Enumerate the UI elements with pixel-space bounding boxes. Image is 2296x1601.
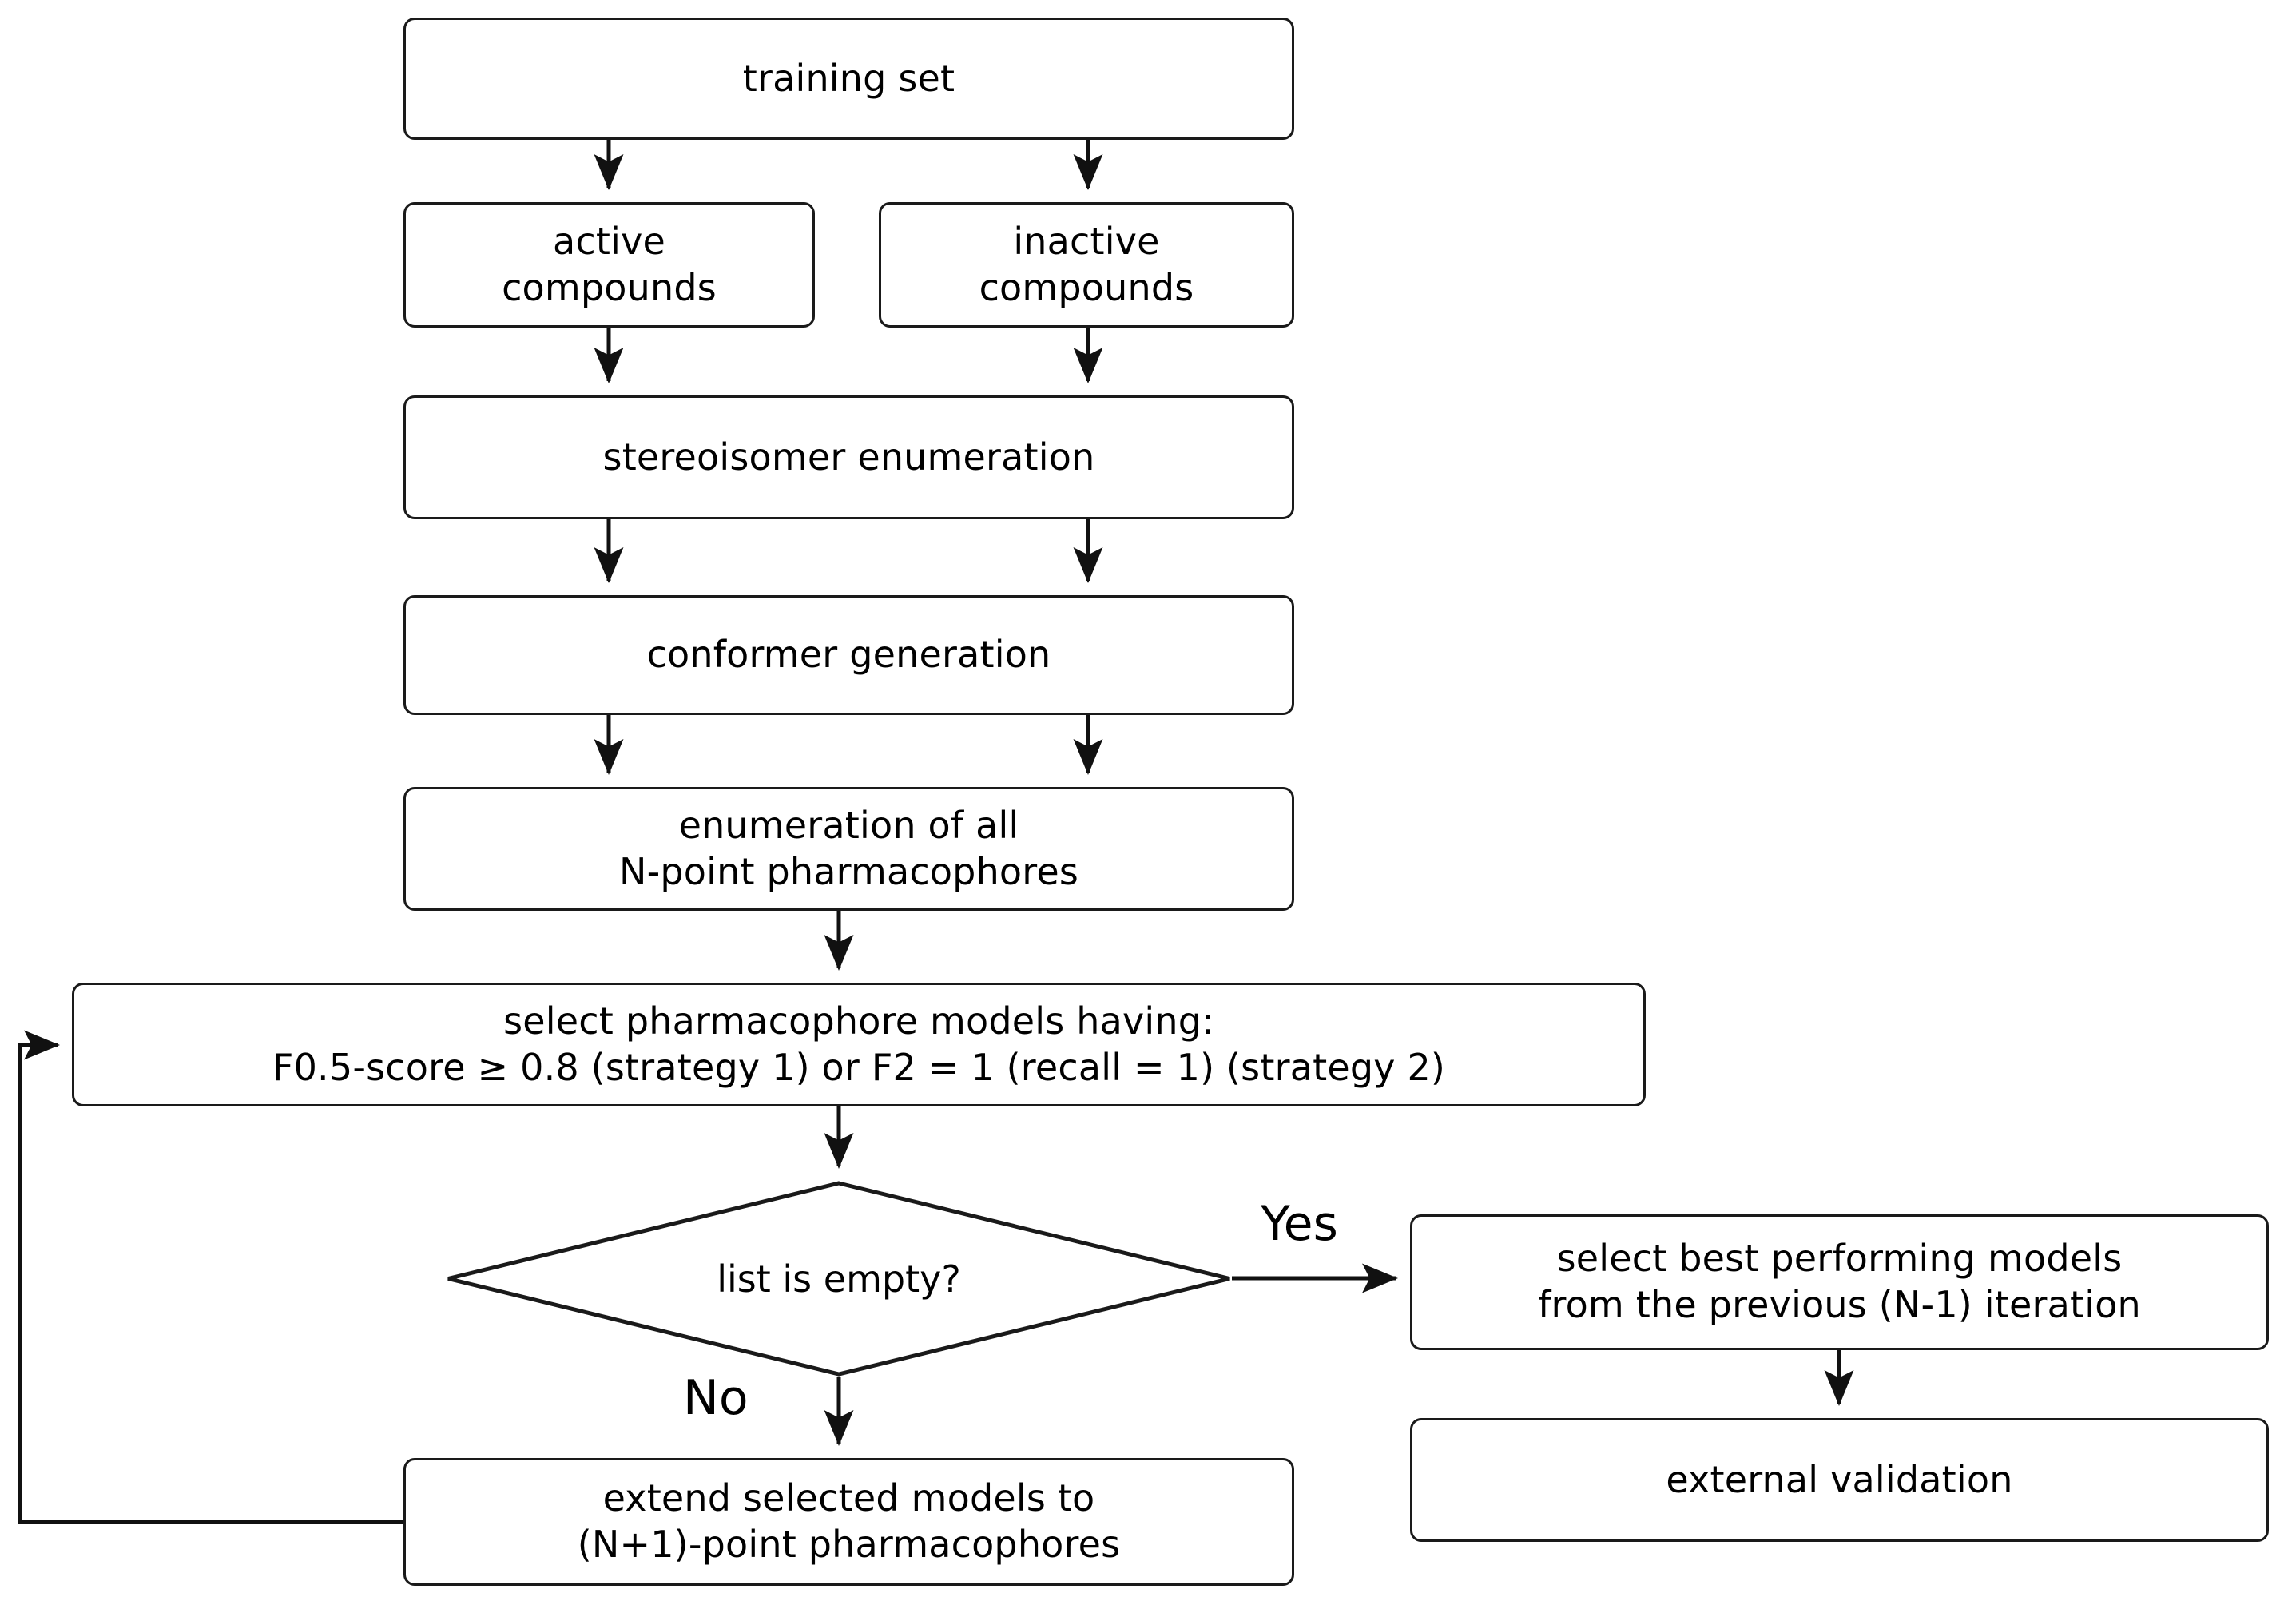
node-select-best-models[interactable]: select best performing models from the p… (1410, 1214, 2269, 1350)
node-enumeration-pharmacophores[interactable]: enumeration of all N-point pharmacophore… (403, 787, 1294, 911)
node-list-is-empty-label: list is empty? (717, 1257, 961, 1301)
node-select-models-label: select pharmacophore models having: F0.5… (272, 999, 1446, 1089)
node-external-validation-label: external validation (1666, 1457, 2013, 1501)
node-extend-models[interactable]: extend selected models to (N+1)-point ph… (403, 1458, 1294, 1586)
node-active-compounds[interactable]: active compounds (403, 202, 815, 328)
node-training-set[interactable]: training set (403, 18, 1294, 140)
node-select-best-models-label: select best performing models from the p… (1538, 1237, 2141, 1326)
diamond-shape (447, 1181, 1230, 1377)
node-conformer-generation[interactable]: conformer generation (403, 595, 1294, 715)
edge-label-no: No (683, 1370, 749, 1426)
node-list-is-empty-decision[interactable]: list is empty? (446, 1181, 1232, 1377)
node-select-models[interactable]: select pharmacophore models having: F0.5… (72, 983, 1646, 1106)
node-external-validation[interactable]: external validation (1410, 1418, 2269, 1542)
node-stereoisomer-enumeration[interactable]: stereoisomer enumeration (403, 395, 1294, 519)
node-training-set-label: training set (742, 56, 955, 100)
node-inactive-compounds-label: inactive compounds (979, 219, 1194, 309)
node-active-compounds-label: active compounds (502, 219, 717, 309)
edge-label-yes: Yes (1261, 1196, 1338, 1252)
node-stereoisomer-enumeration-label: stereoisomer enumeration (602, 435, 1095, 479)
node-extend-models-label: extend selected models to (N+1)-point ph… (577, 1476, 1121, 1566)
node-conformer-generation-label: conformer generation (646, 633, 1051, 677)
node-inactive-compounds[interactable]: inactive compounds (879, 202, 1294, 328)
node-enumeration-pharmacophores-label: enumeration of all N-point pharmacophore… (618, 803, 1079, 893)
